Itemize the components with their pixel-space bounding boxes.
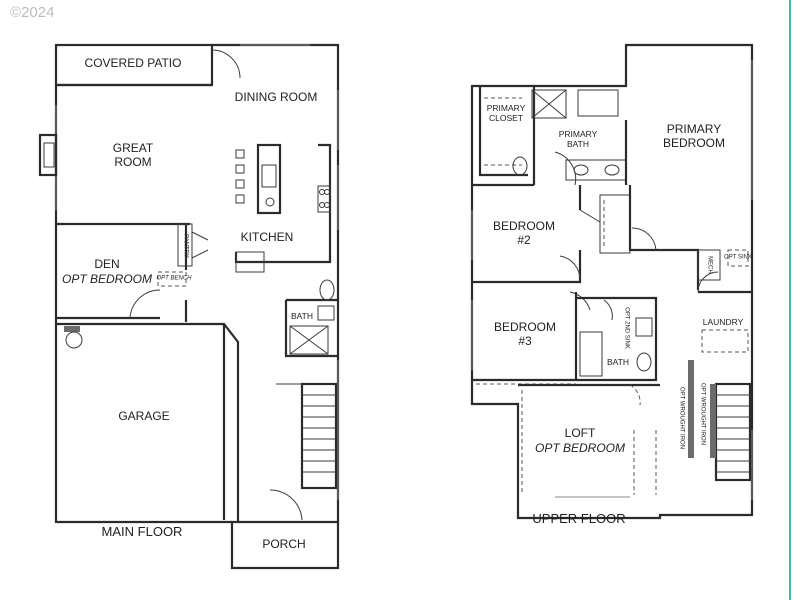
pantry-doors (191, 231, 209, 259)
bath-sink (317, 305, 335, 321)
water-heater (65, 331, 83, 349)
label-primary-bedroom-line2: BEDROOM (662, 136, 726, 150)
label-opt-wrought-iron-2: OPT WROUGHT IRON (699, 382, 706, 446)
opt-sink (727, 249, 749, 267)
hall-sink (635, 317, 653, 337)
label-laundry: LAUNDRY (702, 317, 744, 327)
hall-toilet (636, 352, 652, 372)
label-hall-bath: BATH (606, 357, 630, 367)
upper-exterior (470, 43, 754, 520)
patio-door-swing (211, 49, 241, 79)
bath-walls (284, 298, 338, 358)
fridge (235, 251, 265, 273)
label-loft-opt-bedroom: OPT BEDROOM (534, 441, 626, 455)
kitchen-island (256, 143, 282, 215)
label-primary-bedroom-line1: PRIMARY (666, 122, 722, 136)
primary-shower (531, 89, 567, 119)
kitchen-counter (234, 143, 332, 264)
label-pantry: PANTRY (182, 234, 189, 258)
label-primary-bedroom: PRIMARY BEDROOM (663, 122, 725, 150)
label-great-room: GREAT ROOM (113, 141, 153, 169)
label-primary-closet-line2: CLOSET (488, 113, 524, 123)
label-primary-bath-line1: PRIMARY (558, 129, 598, 139)
label-bedroom2-line1: BEDROOM (492, 219, 556, 233)
mech (697, 249, 721, 281)
main-exterior-left (54, 85, 232, 524)
label-opt-wrought-iron-1: OPT WROUGHT IRON (678, 386, 685, 450)
label-primary-closet: PRIMARY CLOSET (487, 103, 526, 123)
upper-floor-plan (470, 43, 754, 520)
bath-shower (289, 325, 329, 355)
opt-bench (157, 271, 187, 287)
garage-wall (56, 322, 240, 522)
copyright-text: ©2024 (10, 4, 55, 21)
primary-bedroom-wall (628, 185, 700, 290)
primary-closet (478, 86, 528, 177)
label-opt-2nd-sink: OPT 2ND SINK (623, 307, 630, 349)
hall-bath (576, 296, 658, 382)
label-bedroom2-line2: #2 (517, 233, 531, 247)
label-primary-bath: PRIMARY BATH (559, 129, 598, 149)
den-door-swing (129, 289, 161, 319)
label-loft: LOFT (564, 426, 596, 440)
wrought-iron-rail-2 (710, 384, 716, 458)
pantry (177, 223, 193, 267)
label-bedroom3-line2: #3 (518, 334, 532, 348)
label-great-room-line2: ROOM (114, 155, 152, 169)
label-kitchen: KITCHEN (240, 230, 294, 244)
label-bedroom-3: BEDROOM #3 (494, 320, 556, 348)
label-great-room-line1: GREAT (112, 141, 154, 155)
label-covered-patio: COVERED PATIO (84, 56, 182, 70)
label-bedroom3-line1: BEDROOM (493, 320, 557, 334)
label-dining-room: DINING ROOM (234, 90, 318, 104)
label-opt-bench: OPT BENCH (156, 275, 192, 282)
main-floor-plan (38, 43, 340, 570)
main-stairs (300, 382, 338, 490)
water-heater-hatch (64, 326, 80, 332)
label-primary-closet-line1: PRIMARY (486, 103, 526, 113)
label-main-bath: BATH (290, 311, 314, 321)
toilet (319, 279, 335, 301)
entry-door-swing (269, 489, 303, 521)
upper-stairs (714, 382, 752, 482)
bedroom2-walls (472, 185, 582, 284)
upper-floor-title: UPPER FLOOR (532, 511, 626, 526)
label-mech: MECH (706, 256, 713, 274)
primary-tub (577, 89, 619, 117)
primary-vanity (565, 159, 627, 181)
label-primary-bath-line2: BATH (566, 139, 590, 149)
accent-edge (789, 0, 791, 600)
wrought-iron-rail-1 (688, 360, 694, 458)
label-opt-sink: OPT SINK (724, 254, 752, 261)
label-garage: GARAGE (118, 409, 170, 423)
label-bedroom-2: BEDROOM #2 (493, 219, 555, 247)
label-porch: PORCH (262, 537, 306, 551)
label-den: DEN (94, 257, 120, 271)
label-den-opt-bedroom: OPT BEDROOM (61, 272, 153, 286)
range (317, 185, 331, 213)
main-floor-title: MAIN FLOOR (101, 524, 183, 539)
primary-toilet (512, 156, 528, 176)
hall-tub (579, 331, 603, 377)
laundry-units (701, 329, 749, 353)
fireplace (38, 133, 58, 177)
